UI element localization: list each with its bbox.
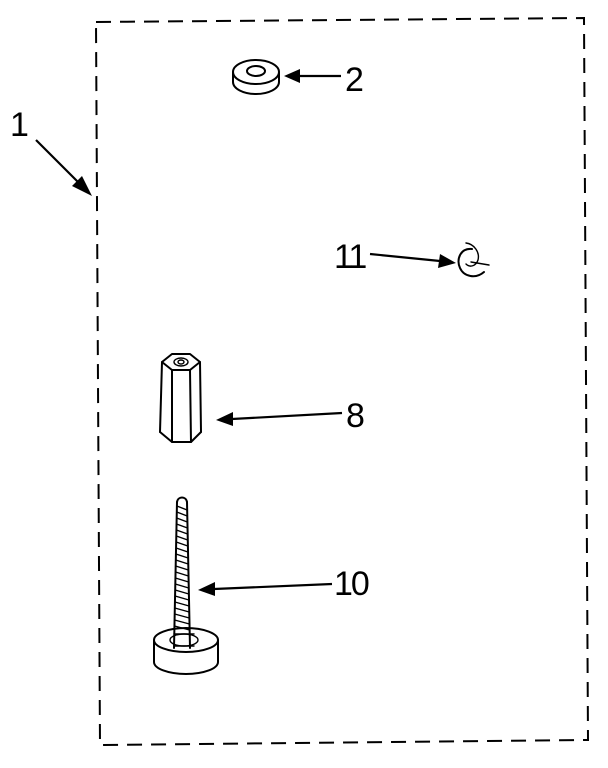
callout-label-kit: 1 xyxy=(10,106,28,144)
callout-label-standoff: 8 xyxy=(346,397,364,435)
screw-part xyxy=(153,496,219,675)
callout-label-clip: 11 xyxy=(334,238,366,276)
leader-arrow-washer xyxy=(284,69,341,83)
standoff-part xyxy=(159,353,202,443)
kit-boundary-dashed xyxy=(94,16,590,747)
callout-label-screw: 10 xyxy=(334,565,369,603)
leader-arrow-kit xyxy=(35,139,92,196)
clip-part xyxy=(457,242,490,278)
callout-label-washer: 2 xyxy=(345,61,363,99)
washer-part xyxy=(232,59,280,95)
leader-arrow-clip xyxy=(369,252,456,268)
leader-arrow-screw xyxy=(198,582,333,596)
leader-arrow-standoff xyxy=(216,411,343,426)
